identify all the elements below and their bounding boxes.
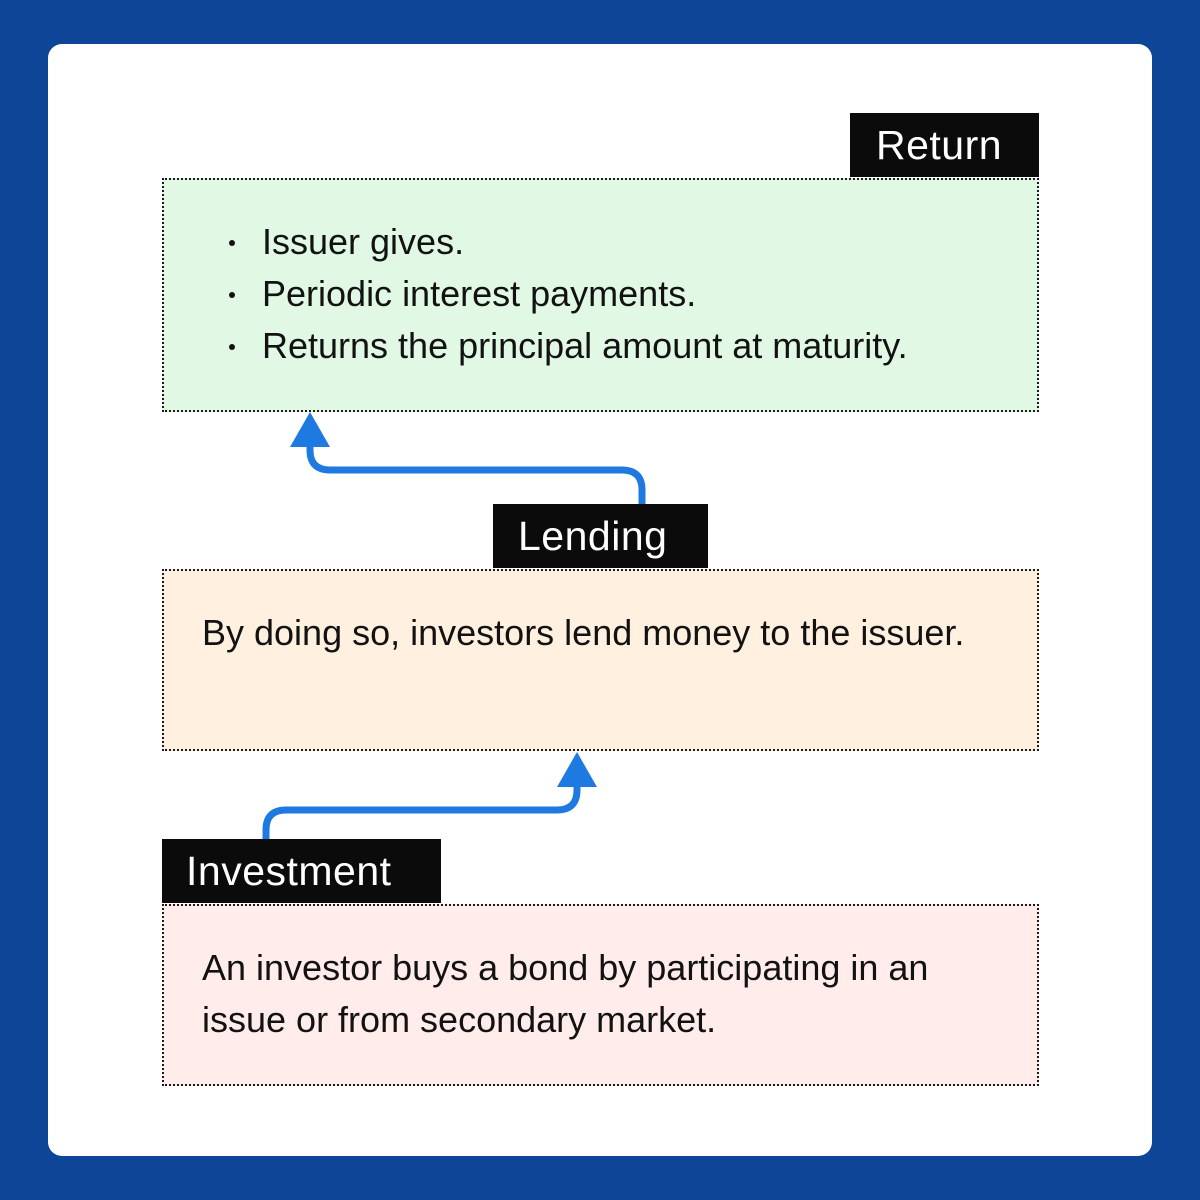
investment-label: Investment [162, 839, 441, 903]
investment-text: An investor buys a bond by participating… [202, 947, 929, 1040]
return-points: Issuer gives. Periodic interest payments… [224, 216, 908, 372]
return-point: Returns the principal amount at maturity… [224, 320, 908, 372]
return-point: Issuer gives. [224, 216, 908, 268]
investment-box: An investor buys a bond by participating… [162, 904, 1039, 1086]
lending-text: By doing so, investors lend money to the… [202, 612, 965, 653]
return-point: Periodic interest payments. [224, 268, 908, 320]
return-label: Return [850, 113, 1039, 177]
return-box: Issuer gives. Periodic interest payments… [162, 178, 1039, 412]
lending-box: By doing so, investors lend money to the… [162, 569, 1039, 751]
lending-label: Lending [493, 504, 708, 568]
